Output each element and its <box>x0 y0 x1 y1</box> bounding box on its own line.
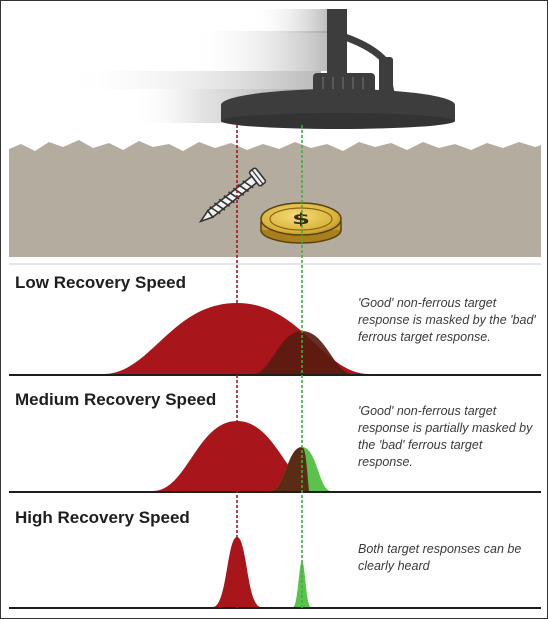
ground-soil <box>9 140 541 257</box>
non-ferrous-response-curve <box>253 331 353 374</box>
medium-speed-title: Medium Recovery Speed <box>15 390 217 409</box>
low-speed-title: Low Recovery Speed <box>15 273 187 292</box>
search-coil-icon <box>221 9 455 129</box>
low-speed-caption: 'Good' non-ferrous target response is ma… <box>358 296 536 344</box>
high-speed-title: High Recovery Speed <box>15 508 190 527</box>
screw-icon <box>198 167 267 223</box>
high-speed-caption: Both target responses can be clearly hea… <box>358 542 522 573</box>
coin-icon: $ <box>260 202 342 244</box>
non-ferrous-response-curve <box>293 561 311 607</box>
svg-text:$: $ <box>292 211 310 229</box>
medium-speed-caption: 'Good' non-ferrous target response is pa… <box>358 404 533 469</box>
overlap-region <box>271 447 309 491</box>
